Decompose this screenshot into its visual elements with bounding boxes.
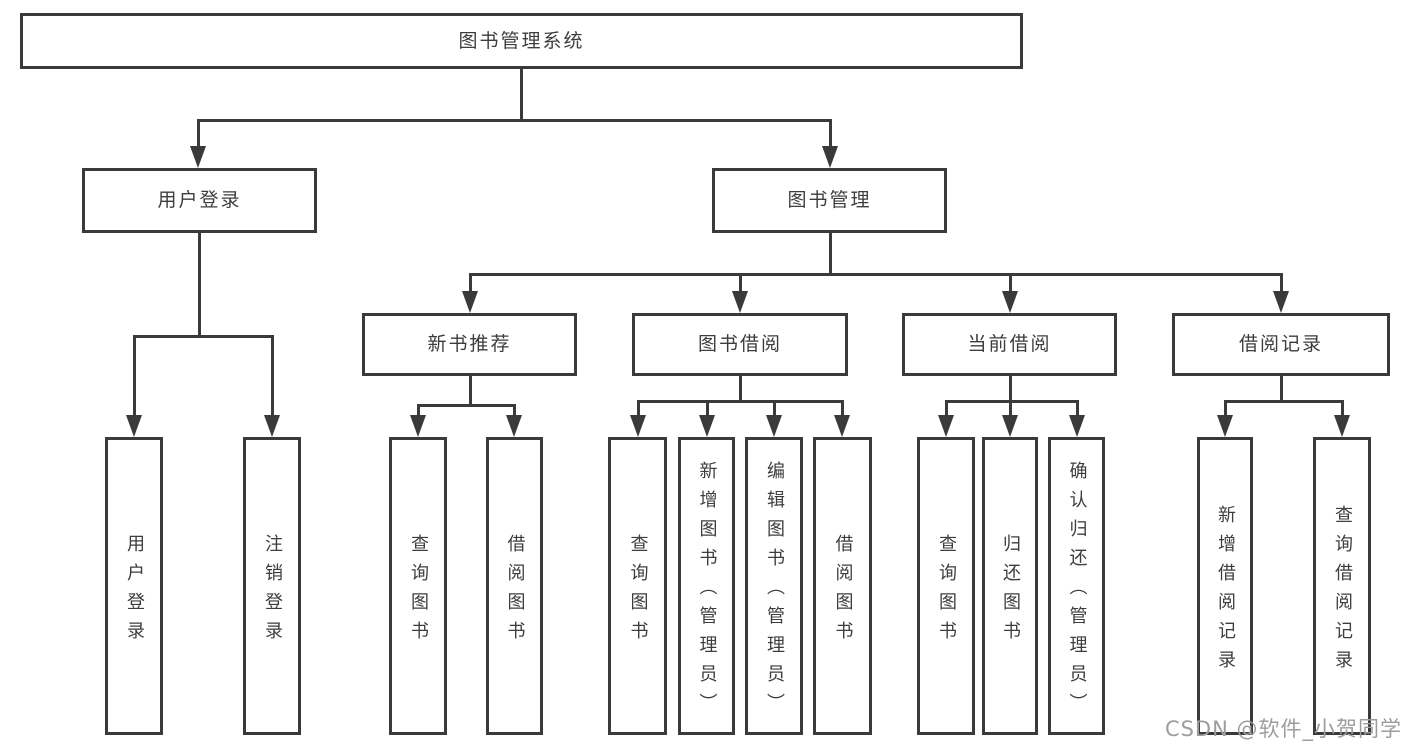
connector-rail-book-mgmt (469, 273, 1283, 276)
node-current-borrow: 当前借阅 (902, 313, 1117, 376)
connector-drop-book-borrow-1 (706, 400, 709, 419)
connector-drop-new-book-rec-0 (417, 404, 420, 419)
node-bb-add-book: 新增图书（管理员） (678, 437, 735, 735)
node-bb-query-book: 查询图书 (608, 437, 667, 735)
connector-stem-user-login (198, 233, 201, 338)
node-label-bb-edit-book: 编辑图书（管理员） (764, 461, 785, 722)
connector-rail-book-borrow (637, 400, 844, 403)
node-cb-query-book: 查询图书 (917, 437, 975, 735)
node-nbr-borrow-book: 借阅图书 (486, 437, 543, 735)
node-label-book-mgmt: 图书管理 (787, 189, 872, 211)
node-label-bb-query-book: 查询图书 (627, 533, 649, 650)
arrow-down-icon (766, 415, 782, 437)
node-leaf-user-login: 用户登录 (105, 437, 163, 735)
node-bb-edit-book: 编辑图书（管理员） (745, 437, 803, 735)
connector-drop-root-1 (829, 119, 832, 150)
connector-drop-borrow-records-0 (1224, 400, 1227, 419)
arrow-down-icon (462, 291, 478, 313)
connector-stem-root (520, 69, 523, 122)
arrow-down-icon (126, 415, 142, 437)
node-label-new-book-rec: 新书推荐 (427, 333, 512, 355)
node-label-br-query-record: 查询借阅记录 (1332, 504, 1353, 679)
node-leaf-logout: 注销登录 (243, 437, 301, 735)
node-label-cb-query-book: 查询图书 (936, 533, 957, 650)
arrow-down-icon (506, 415, 522, 437)
connector-stem-current-borrow (1009, 376, 1012, 403)
arrow-down-icon (699, 415, 715, 437)
connector-drop-book-mgmt-1 (739, 273, 742, 295)
arrow-down-icon (1217, 415, 1233, 437)
node-user-login: 用户登录 (82, 168, 317, 233)
node-root: 图书管理系统 (20, 13, 1023, 69)
arrow-down-icon (1334, 415, 1350, 437)
connector-drop-user-login-1 (271, 335, 274, 419)
node-label-user-login: 用户登录 (157, 189, 242, 211)
connector-stem-book-borrow (739, 376, 742, 403)
node-label-leaf-logout: 注销登录 (262, 533, 283, 650)
arrow-down-icon (1002, 415, 1018, 437)
arrow-down-icon (190, 146, 206, 168)
node-label-borrow-records: 借阅记录 (1238, 333, 1323, 355)
connector-rail-root (197, 119, 832, 122)
node-borrow-records: 借阅记录 (1172, 313, 1390, 376)
arrow-down-icon (1273, 291, 1289, 313)
connector-rail-user-login (133, 335, 274, 338)
arrow-down-icon (264, 415, 280, 437)
node-label-leaf-user-login: 用户登录 (124, 533, 145, 650)
connector-rail-borrow-records (1224, 400, 1344, 403)
node-nbr-query-book: 查询图书 (389, 437, 447, 735)
connector-drop-new-book-rec-1 (513, 404, 516, 419)
node-bb-borrow-book: 借阅图书 (813, 437, 872, 735)
node-label-bb-borrow-book: 借阅图书 (832, 533, 854, 650)
arrow-down-icon (630, 415, 646, 437)
node-br-query-record: 查询借阅记录 (1313, 437, 1371, 735)
connector-drop-current-borrow-1 (1009, 400, 1012, 419)
connector-drop-user-login-0 (133, 335, 136, 419)
node-br-add-record: 新增借阅记录 (1197, 437, 1253, 735)
csdn-watermark: CSDN @软件_小贺同学 (1164, 717, 1402, 741)
connector-drop-book-mgmt-0 (469, 273, 472, 295)
node-book-mgmt: 图书管理 (712, 168, 947, 233)
connector-drop-current-borrow-0 (945, 400, 948, 419)
arrow-down-icon (938, 415, 954, 437)
node-cb-return-book: 归还图书 (982, 437, 1038, 735)
connector-stem-borrow-records (1280, 376, 1283, 403)
node-label-bb-add-book: 新增图书（管理员） (696, 461, 718, 722)
arrow-down-icon (1002, 291, 1018, 313)
connector-drop-borrow-records-1 (1341, 400, 1344, 419)
connector-drop-book-mgmt-3 (1280, 273, 1283, 295)
arrow-down-icon (1069, 415, 1085, 437)
connector-drop-root-0 (197, 119, 200, 150)
connector-drop-book-borrow-0 (637, 400, 640, 419)
connector-stem-book-mgmt (829, 233, 832, 276)
connector-rail-current-borrow (945, 400, 1079, 403)
arrow-down-icon (732, 291, 748, 313)
arrow-down-icon (410, 415, 426, 437)
connector-drop-current-borrow-2 (1076, 400, 1079, 419)
node-new-book-rec: 新书推荐 (362, 313, 577, 376)
node-label-br-add-record: 新增借阅记录 (1215, 504, 1236, 679)
connector-rail-new-book-rec (417, 404, 516, 407)
node-label-cb-return-book: 归还图书 (1000, 533, 1021, 650)
node-label-nbr-query-book: 查询图书 (408, 533, 429, 650)
node-cb-confirm-return: 确认归还（管理员） (1048, 437, 1105, 735)
node-book-borrow: 图书借阅 (632, 313, 848, 376)
node-label-current-borrow: 当前借阅 (967, 333, 1052, 355)
arrow-down-icon (822, 146, 838, 168)
node-label-root: 图书管理系统 (458, 29, 585, 52)
connector-stem-new-book-rec (469, 376, 472, 407)
connector-drop-book-mgmt-2 (1009, 273, 1012, 295)
connector-drop-book-borrow-2 (773, 400, 776, 419)
connector-drop-book-borrow-3 (841, 400, 844, 419)
node-label-book-borrow: 图书借阅 (697, 333, 782, 355)
node-label-cb-confirm-return: 确认归还（管理员） (1066, 461, 1088, 722)
node-label-nbr-borrow-book: 借阅图书 (504, 533, 526, 650)
arrow-down-icon (834, 415, 850, 437)
